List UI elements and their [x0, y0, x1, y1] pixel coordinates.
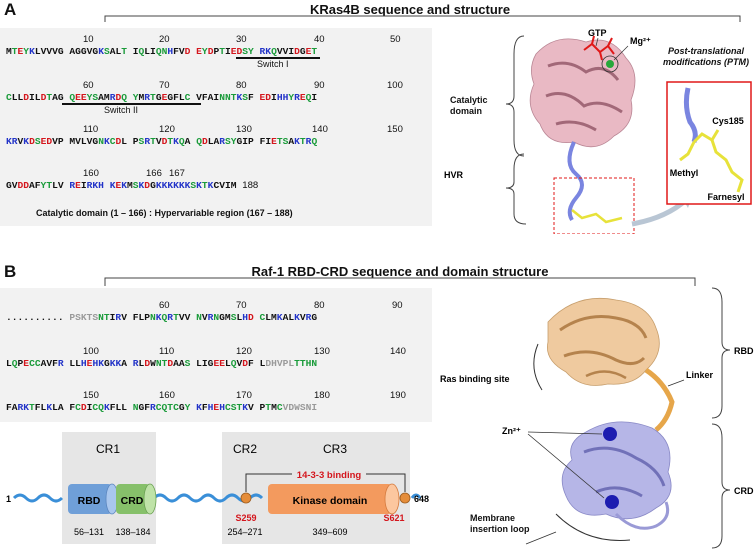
domain-caption: Catalytic domain (1 – 166) : Hypervariab… — [36, 208, 293, 218]
tick-label: 70 — [236, 300, 247, 311]
cr1-label: CR1 — [96, 442, 120, 456]
tick-label: 100 — [387, 80, 403, 91]
crd-domain-box — [116, 484, 150, 514]
raf-seq-row-2: LQPECCAVFR LLHEHKGKKA RLDWNTDAAS LIGEELQ… — [6, 358, 318, 369]
tick-label: 130 — [314, 346, 330, 357]
s621-site — [399, 492, 411, 504]
rbd-struct-label: RBD — [734, 346, 754, 356]
panel-a-title-bracket — [104, 15, 741, 22]
mg-label: Mg²⁺ — [630, 36, 651, 46]
membrane-loop-label: Membrane insertion loop — [470, 513, 530, 534]
ptm-title: Post-translational modifications (PTM) — [663, 46, 749, 67]
kras-seq-row-4: GVDDAFYTLV REIRKH KEKMSKDGKKKKKKSKTKCVIM… — [6, 180, 259, 191]
tick-label: 120 — [236, 346, 252, 357]
start-label: 1 — [6, 494, 11, 504]
linker-label: Linker — [686, 370, 714, 380]
switch-2-underline — [62, 103, 201, 105]
tick-label: 80 — [314, 300, 325, 311]
tick-label: 120 — [159, 124, 175, 135]
zn-label: Zn²⁺ — [502, 426, 521, 436]
catalytic-domain-label: Catalytic domain — [450, 95, 488, 116]
tick-label: 40 — [314, 34, 325, 45]
raf-domain-map: 14-3-3 binding CR1 CR2 CR3 RBD CRD Kinas… — [6, 432, 429, 544]
zn-ion-1 — [603, 427, 617, 441]
panel-b-title-bracket — [104, 277, 696, 286]
panel-a-letter: A — [4, 0, 17, 19]
cr3-label: CR3 — [323, 442, 347, 456]
panel-b-sequence-box — [0, 288, 432, 422]
raf-structure-illustration: RBD CRD Linker Ras binding site Zn²⁺ — [440, 287, 754, 549]
tick-label: 150 — [83, 390, 99, 401]
kras-seq-row-1: MTEYKLVVVG AGGVGKSALT IQLIQNHFVD EYDPTIE… — [6, 46, 318, 57]
panel-b-title: Raf-1 RBD-CRD sequence and domain struct… — [251, 264, 549, 279]
tick-label: 90 — [392, 300, 403, 311]
binding-label: 14-3-3 binding — [297, 470, 362, 481]
ras-binding-site-label: Ras binding site — [440, 374, 510, 384]
kinase-range: 349–609 — [312, 527, 347, 537]
tick-label: 20 — [159, 34, 170, 45]
tick-label: 180 — [314, 390, 330, 401]
gtp-molecule — [583, 35, 615, 61]
tick-label: 160 — [83, 168, 99, 179]
s259-site — [240, 492, 252, 504]
crd-struct-label: CRD — [734, 486, 754, 496]
tick-label: 30 — [236, 34, 247, 45]
ptm-chain — [679, 129, 744, 193]
rbd-label: RBD — [78, 495, 101, 507]
s259-label: S259 — [235, 513, 256, 523]
tick-label: 10 — [83, 34, 94, 45]
tick-label: 160 — [159, 390, 175, 401]
kras-seq-row-3: KRVKDSEDVP MVLVGNKCDL PSRTVDTKQA QDLARSY… — [6, 136, 318, 147]
tick-label: 70 — [159, 80, 170, 91]
farnesyl-label: Farnesyl — [707, 192, 744, 202]
tick-label: 110 — [83, 124, 99, 135]
rbd-range: 56–131 — [74, 527, 104, 537]
tick-label: 170 — [236, 390, 252, 401]
tick-label: 60 — [83, 80, 94, 91]
crd-range: 138–184 — [115, 527, 150, 537]
tick-label: 50 — [390, 34, 401, 45]
methyl-label: Methyl — [670, 168, 699, 178]
tick-label: 167 — [169, 168, 185, 179]
tick-label: 190 — [390, 390, 406, 401]
hvr-label: HVR — [444, 170, 464, 180]
switch-2-label: Switch II — [104, 105, 139, 115]
tick-label: 140 — [312, 124, 328, 135]
switch-1-label: Switch I — [257, 59, 289, 69]
tick-label: 100 — [83, 346, 99, 357]
tick-label: 110 — [159, 346, 175, 357]
end-label: 648 — [414, 494, 429, 504]
tick-label: 150 — [387, 124, 403, 135]
tick-label: 166 — [146, 168, 162, 179]
tick-label: 140 — [390, 346, 406, 357]
cr2-range: 254–271 — [227, 527, 262, 537]
gtp-label: GTP — [588, 28, 607, 38]
kinase-label: Kinase domain — [293, 495, 368, 507]
panel-a-sequence-box — [0, 28, 432, 226]
panel-a-title: KRas4B sequence and structure — [309, 2, 511, 17]
switch-1-underline — [236, 57, 320, 59]
cr2-label: CR2 — [233, 442, 257, 456]
s621-label: S621 — [383, 513, 404, 523]
tick-label: 130 — [236, 124, 252, 135]
tick-label: 90 — [314, 80, 325, 91]
panel-b-letter: B — [4, 262, 17, 281]
tick-label: 80 — [236, 80, 247, 91]
kras-structure-illustration: GTP Mg²⁺ HVR Cys185 Methyl Farnesyl — [444, 28, 752, 234]
rbd-domain-box — [68, 484, 112, 514]
cys185-label: Cys185 — [712, 116, 744, 126]
raf-seq-row-1: .......... PSKTSNTIRV FLPNKQRTVV NVRNGMS… — [6, 312, 318, 323]
tick-label: 60 — [159, 300, 170, 311]
mg-ion — [606, 60, 614, 68]
zn-ion-2 — [605, 495, 619, 509]
kinase-domain-box — [268, 484, 392, 514]
raf-seq-row-3: FARKTFLKLA FCDICQKFLL NGFRCQTCGY KFHEHCS… — [6, 402, 318, 413]
crd-label: CRD — [121, 495, 144, 507]
kras-seq-row-2: CLLDILDTAG QEEYSAMRDQ YMRTGEGFLC VFAINNT… — [6, 92, 318, 103]
